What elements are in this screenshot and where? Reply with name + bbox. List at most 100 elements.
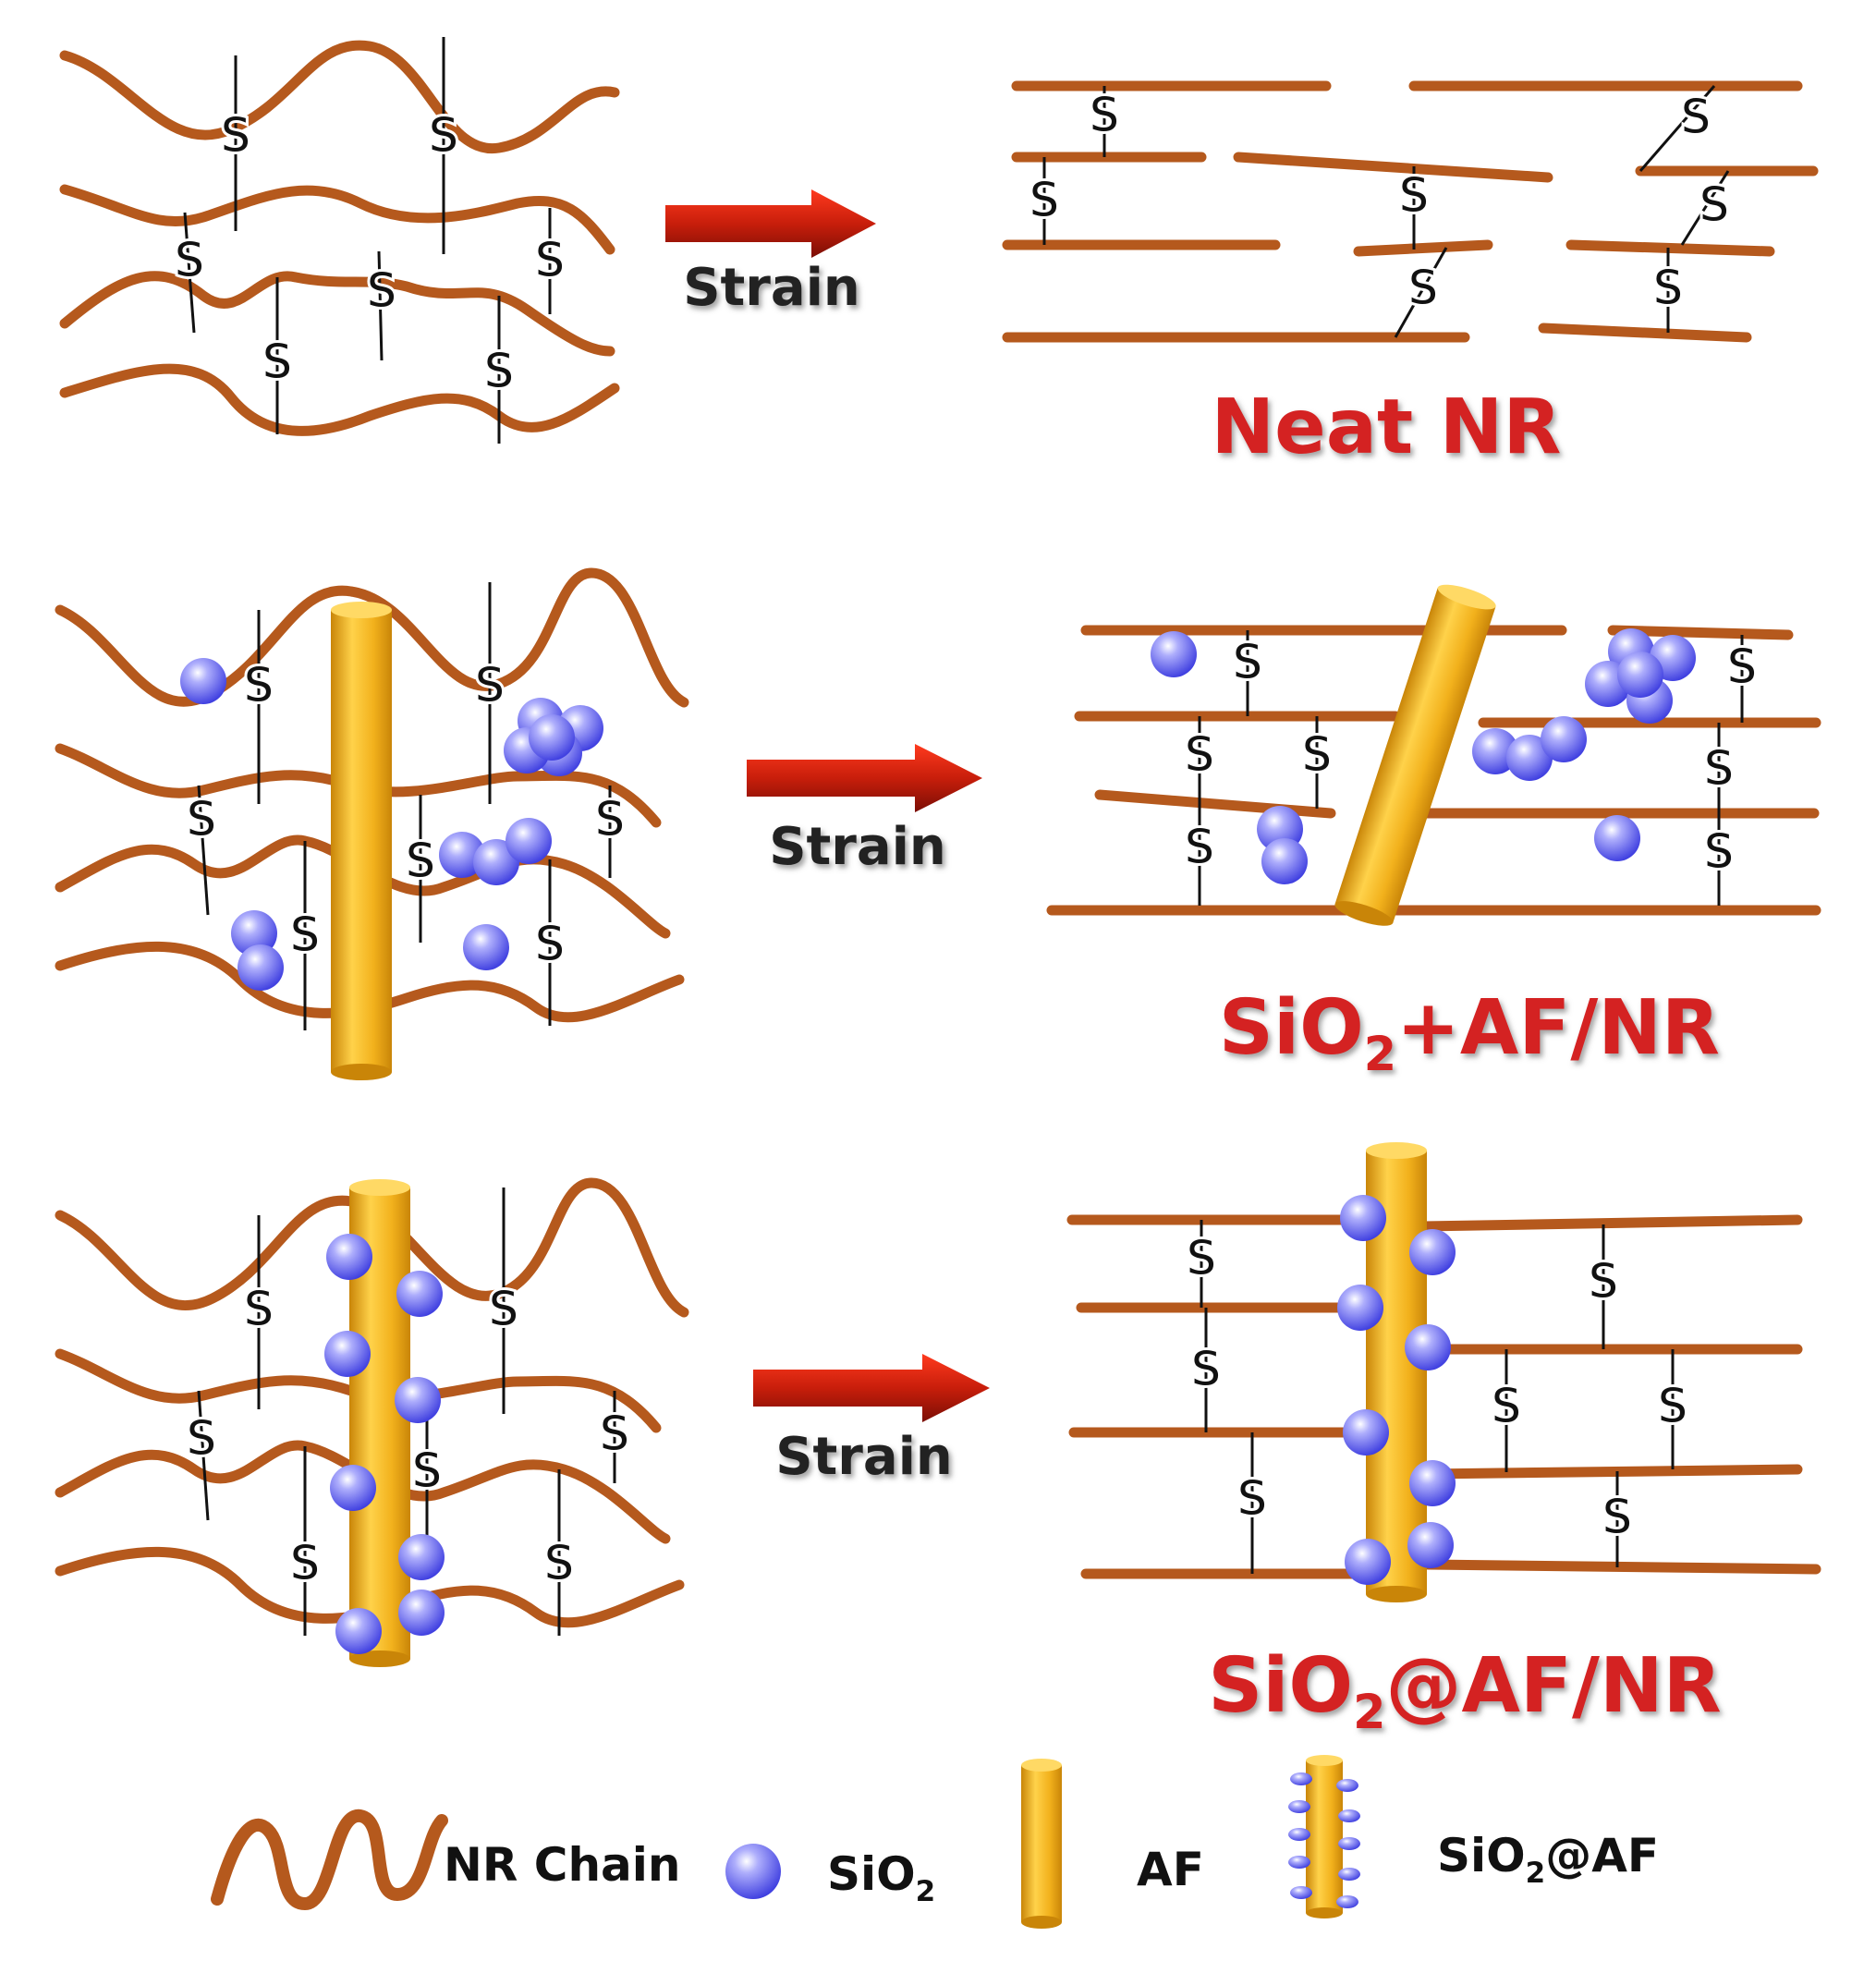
result-label-main: SiO bbox=[1219, 984, 1364, 1072]
sulfur-bond-label: S bbox=[1408, 262, 1438, 315]
panel-1-arrow: Strain bbox=[665, 189, 876, 318]
sulfur-bond-label: S bbox=[1029, 174, 1059, 227]
legend-sio2af-sub: 2 bbox=[1526, 1857, 1546, 1890]
legend-sio2-icon bbox=[725, 1844, 781, 1899]
strain-label: Strain bbox=[775, 1427, 953, 1487]
sulfur-bond-label: S bbox=[262, 335, 292, 389]
result-label-sio2-af-nr: SiO2+AF/NR bbox=[1219, 984, 1720, 1081]
sulfur-bond-label: S bbox=[187, 1412, 216, 1466]
sulfur-bond-label: S bbox=[406, 834, 435, 888]
sulfur-bond-label: S bbox=[595, 793, 625, 847]
sulfur-bond-label: S bbox=[244, 659, 274, 713]
sulfur-bond-label: S bbox=[1704, 742, 1734, 796]
legend-sio2-label: SiO2 bbox=[827, 1847, 935, 1908]
sulfur-bond-label: S bbox=[475, 659, 505, 713]
panel-3-arrow: Strain bbox=[753, 1354, 990, 1487]
panel-3-strained bbox=[1066, 1214, 1821, 1579]
panel-1-crosslinks bbox=[183, 37, 552, 444]
panel-1: Strain Neat NR bbox=[59, 37, 1819, 471]
sulfur-bond-label: S bbox=[1233, 636, 1262, 689]
result-label-sio2-at-af-nr: SiO2@AF/NR bbox=[1208, 1642, 1721, 1739]
result-label-tail: @AF/NR bbox=[1386, 1642, 1722, 1730]
result-label-sub: 2 bbox=[1364, 1027, 1396, 1081]
sulfur-bond-label: S bbox=[429, 109, 458, 163]
panel-2-arrow: Strain bbox=[747, 744, 982, 877]
legend-nr-chain-icon bbox=[211, 1809, 448, 1911]
sulfur-bond-label: S bbox=[221, 109, 250, 163]
aramid-fiber bbox=[331, 610, 392, 1072]
panel-2-sio2 bbox=[180, 658, 603, 991]
panel-3: Strain bbox=[55, 1142, 1821, 1739]
result-label-tail: +AF/NR bbox=[1396, 984, 1720, 1072]
sulfur-bond-label: S bbox=[1237, 1472, 1267, 1526]
strain-label: Strain bbox=[769, 817, 946, 877]
sulfur-bond-label: S bbox=[544, 1537, 574, 1590]
legend-sio2-sub: 2 bbox=[916, 1875, 936, 1908]
nr-chain bbox=[55, 567, 689, 708]
sulfur-bond-label: S bbox=[600, 1407, 629, 1461]
nr-chain bbox=[59, 184, 615, 255]
legend-af-icon bbox=[1021, 1759, 1062, 1929]
panel-2-strained-sio2 bbox=[1151, 628, 1696, 884]
result-label-main: SiO bbox=[1208, 1642, 1353, 1730]
sulfur-bond-label: S bbox=[1185, 728, 1214, 782]
sulfur-bond-label: S bbox=[1399, 169, 1429, 223]
sulfur-bond-label: S bbox=[367, 264, 396, 318]
sulfur-bond-label: S bbox=[412, 1444, 442, 1498]
panel-3-crosslinks bbox=[197, 1188, 616, 1636]
legend-sio2-af-label: SiO2@AF bbox=[1437, 1829, 1659, 1890]
result-label-neat-nr: Neat NR bbox=[1211, 384, 1561, 471]
sulfur-bond-label: S bbox=[1090, 89, 1119, 142]
sulfur-bond-label: S bbox=[1302, 728, 1332, 782]
legend-nr-chain-label: NR Chain bbox=[444, 1838, 681, 1892]
sulfur-bond-label: S bbox=[484, 345, 514, 398]
sulfur-bond-label: S bbox=[187, 793, 216, 847]
sulfur-bond-label: S bbox=[1658, 1380, 1687, 1433]
nr-chain bbox=[55, 1177, 689, 1318]
strain-label: Strain bbox=[683, 258, 860, 318]
sulfur-bond-label: S bbox=[535, 234, 565, 287]
panel-1-strained-crosslinks bbox=[1042, 85, 1730, 338]
sulfur-bond-label: S bbox=[1727, 640, 1757, 694]
panel-2-fiber-tilted bbox=[1334, 584, 1496, 926]
sulfur-bond-label: S bbox=[1602, 1491, 1632, 1544]
panel-2: Strain bbox=[55, 567, 1821, 1081]
sulfur-bond-label: S bbox=[489, 1283, 518, 1336]
sulfur-bond-label: S bbox=[1704, 825, 1734, 879]
sulfur-bond-label: S bbox=[1589, 1255, 1618, 1309]
sulfur-bond-label: S bbox=[244, 1283, 274, 1336]
sulfur-bond-label: S bbox=[535, 918, 565, 971]
sulfur-bond-label: S bbox=[1699, 178, 1729, 232]
panel-1-strained bbox=[1002, 80, 1819, 343]
legend: NR Chain SiO2 AF SiO2@AF bbox=[211, 1755, 1659, 1929]
panel-2-crosslinks bbox=[197, 582, 612, 1030]
panel-1-unstrained bbox=[59, 40, 620, 436]
sulfur-bond-label: S bbox=[1492, 1380, 1521, 1433]
panel-3-strained-crosslinks bbox=[1200, 1220, 1675, 1574]
sulfur-bond-label: S bbox=[1681, 91, 1711, 144]
legend-sio2-af-icon bbox=[1288, 1755, 1360, 1918]
panel-3-strained-sio2 bbox=[1337, 1195, 1456, 1585]
sulfur-bond-label: S bbox=[290, 908, 320, 962]
legend-af-label: AF bbox=[1137, 1843, 1204, 1896]
sulfur-bond-label: S bbox=[1191, 1343, 1221, 1396]
panel-3-sio2 bbox=[324, 1234, 445, 1654]
legend-sio2-main: SiO bbox=[827, 1847, 916, 1901]
nr-chain bbox=[59, 363, 620, 436]
sulfur-bond-label: S bbox=[175, 234, 204, 287]
aramid-fiber bbox=[1334, 587, 1496, 923]
sulfur-bond-label: S bbox=[1187, 1232, 1216, 1285]
result-label-sub: 2 bbox=[1353, 1685, 1385, 1739]
legend-sio2af-main: SiO bbox=[1437, 1829, 1526, 1882]
sulfur-bond-label: S bbox=[1653, 262, 1683, 315]
sulfur-bond-label: S bbox=[1185, 821, 1214, 874]
nr-chain bbox=[55, 941, 685, 1023]
panel-2-fiber bbox=[331, 602, 392, 1080]
nr-chain bbox=[59, 40, 620, 154]
sulfur-bond-label: S bbox=[290, 1537, 320, 1590]
nr-chain bbox=[59, 271, 615, 357]
panel-2-strained-crosslinks bbox=[1198, 630, 1744, 906]
legend-sio2af-tail: @AF bbox=[1545, 1829, 1659, 1882]
